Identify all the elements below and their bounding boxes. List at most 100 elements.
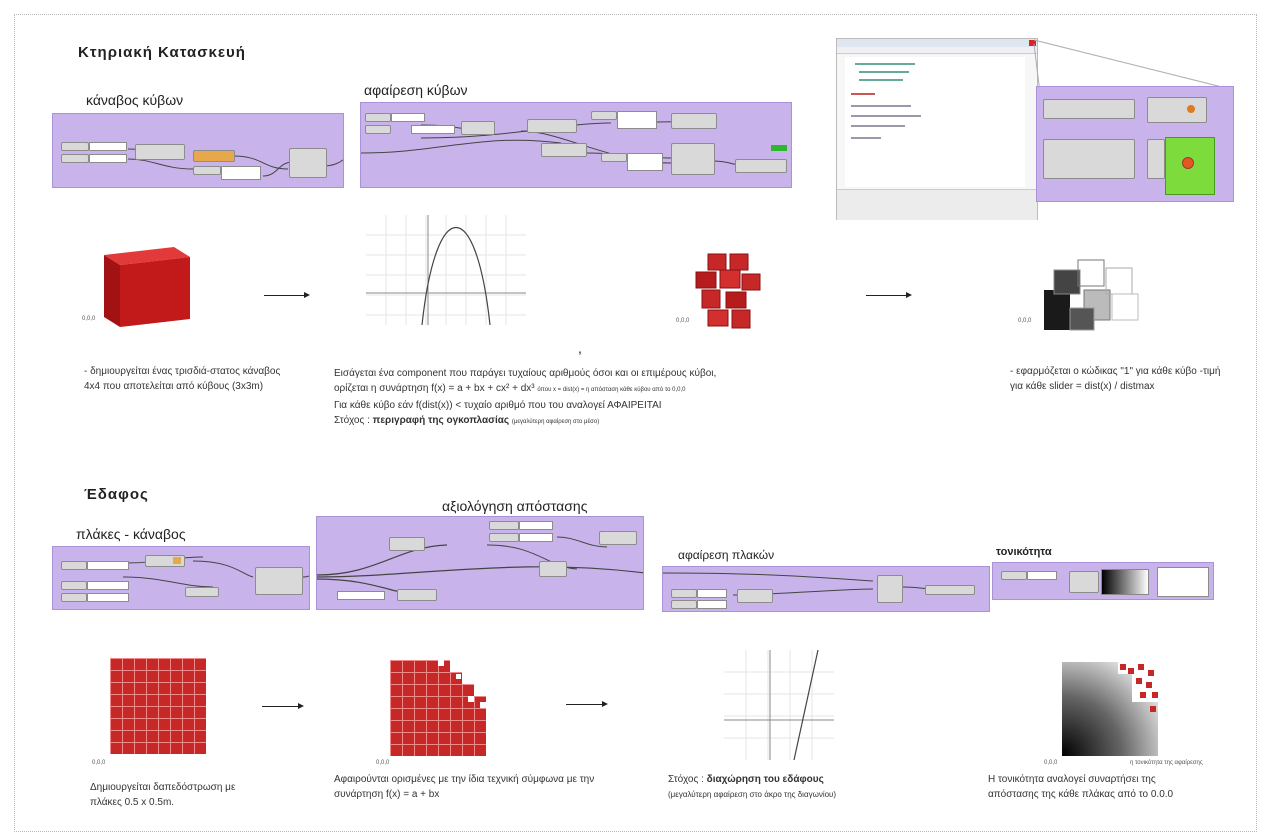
label-tiles-grid: πλάκες - κάναβος: [76, 526, 186, 542]
grasshopper-closeup: [1036, 86, 1234, 202]
gh-node: [61, 593, 87, 602]
code-line: [851, 105, 911, 107]
origin-label: 0,0,0: [1018, 318, 1032, 324]
gh-node: [1069, 571, 1099, 593]
gh-panel: [627, 153, 663, 171]
goal-note: (μεγαλύτερη αφαίρεση στο μέσο): [511, 419, 600, 425]
gh-node: [61, 142, 89, 151]
label-distance-eval: αξιολόγηση απόστασης: [442, 498, 588, 514]
gradient-note: η τονικότητα της αφαίρεσης: [1130, 760, 1203, 766]
code-editor-screenshot: [836, 38, 1038, 220]
editor-toolbar: [837, 47, 1037, 54]
gh-node: [389, 537, 425, 551]
gh-swatch-icon: [1182, 157, 1194, 169]
goal-note: (μεγαλύτερη αφαίρεση στο άκρο της διαγων…: [668, 790, 837, 799]
cubic-function-plot: [366, 215, 526, 325]
desc-cube-grid: - δημιουργείται ένας τρισδιά-στατος κάνα…: [84, 366, 281, 392]
gh-panel: [617, 111, 657, 129]
gh-node: [1043, 139, 1135, 179]
gh-slider: [519, 521, 553, 530]
formula: ορίζεται η συνάρτηση f(x) = a + bx + cx²…: [334, 383, 535, 394]
goal-prefix: Στόχος :: [668, 774, 704, 785]
gh-slider: [411, 125, 455, 134]
gh-node: [289, 148, 327, 178]
code-line: [859, 79, 903, 81]
gh-node: [1043, 99, 1135, 119]
gh-slider: [519, 533, 553, 542]
gh-panel: [1157, 567, 1209, 597]
desc-line: Στόχος : διαχώρηση του εδάφους: [668, 772, 968, 787]
gh-node: [671, 143, 715, 175]
gh-slider: [697, 589, 727, 598]
gh-node: [925, 585, 975, 595]
gh-node: [1147, 139, 1165, 179]
gh-node: [735, 159, 787, 173]
gh-node: [61, 561, 87, 570]
origin-label: 0,0,0: [1044, 760, 1058, 766]
zoom-lines: [1033, 39, 1227, 94]
gh-gradient-swatch: [1101, 569, 1149, 595]
gh-slider: [337, 591, 385, 600]
code-line: [851, 93, 875, 95]
close-icon: [1029, 40, 1036, 46]
grasshopper-canvas-remove: [662, 566, 990, 612]
gh-panel: [221, 166, 261, 180]
arrow-right: [866, 292, 912, 298]
gh-node-icon: [1187, 105, 1195, 113]
code-line: [851, 125, 905, 127]
gh-node: [539, 561, 567, 577]
gh-node: [193, 166, 221, 175]
gh-slider: [87, 593, 129, 602]
gh-node: [61, 581, 87, 590]
code-line: [855, 63, 915, 65]
gh-node: [489, 533, 519, 542]
gh-node: [671, 600, 697, 609]
gradient-removed-tiles: [1118, 662, 1158, 712]
gh-node: [1147, 97, 1207, 123]
label-cube-grid: κάναβος κύβων: [86, 92, 184, 108]
gh-slider: [1027, 571, 1057, 580]
grasshopper-canvas-cube-grid: [52, 113, 344, 188]
gh-node: [527, 119, 577, 133]
desc-line: Στόχος : περιγραφή της ογκοπλασίας (μεγα…: [334, 413, 994, 430]
gh-slider: [89, 154, 127, 163]
origin-label: 0,0,0: [676, 318, 690, 324]
gh-node: [591, 111, 617, 120]
gh-node: [671, 113, 717, 129]
gh-slider: [697, 600, 727, 609]
desc-tile-removal: Αφαιρούνται ορισμένες με την ίδια τεχνικ…: [334, 774, 595, 800]
gh-node: [601, 153, 627, 162]
gh-node: [737, 589, 773, 603]
desc-gradient: Η τονικότητα αναλογεί συναρτήσει της από…: [988, 774, 1174, 800]
editor-output-pane: [837, 189, 1037, 220]
gh-node: [255, 567, 303, 595]
gh-node-icon: [173, 557, 181, 564]
gh-node: [135, 144, 185, 160]
gh-node: [1001, 571, 1027, 580]
label-gradient: τονικότητα: [996, 546, 1052, 558]
gh-node: [877, 575, 903, 603]
gh-slider: [391, 113, 425, 122]
gh-node: [599, 531, 637, 545]
origin-label: 0,0,0: [82, 316, 96, 322]
gh-node: [61, 154, 89, 163]
code-line: [851, 115, 921, 117]
page-frame: [14, 14, 1257, 832]
gh-node-highlighted: [193, 150, 235, 162]
section-title-ground: Έδαφος: [84, 486, 149, 503]
desc-code-apply: - εφαρμόζεται ο κώδικας "1" για κάθε κύβ…: [1010, 366, 1221, 392]
code-line: [851, 137, 881, 139]
section-title-building: Κτηριακή Κατασκευή: [78, 44, 246, 61]
cube-cluster: [695, 253, 761, 329]
gh-slider: [87, 581, 129, 590]
desc-cube-subtraction: Εισάγεται ένα component που παράγει τυχα…: [334, 366, 994, 430]
gh-toggle: [771, 145, 787, 151]
gh-node: [365, 125, 391, 134]
origin-label: 0,0,0: [376, 760, 390, 766]
gh-node: [541, 143, 587, 157]
grasshopper-canvas-tiles: [52, 546, 310, 610]
gh-node: [365, 113, 391, 122]
grasshopper-canvas-distance: [316, 516, 644, 610]
gh-node: [461, 121, 495, 135]
editor-code-area: [845, 57, 1025, 187]
